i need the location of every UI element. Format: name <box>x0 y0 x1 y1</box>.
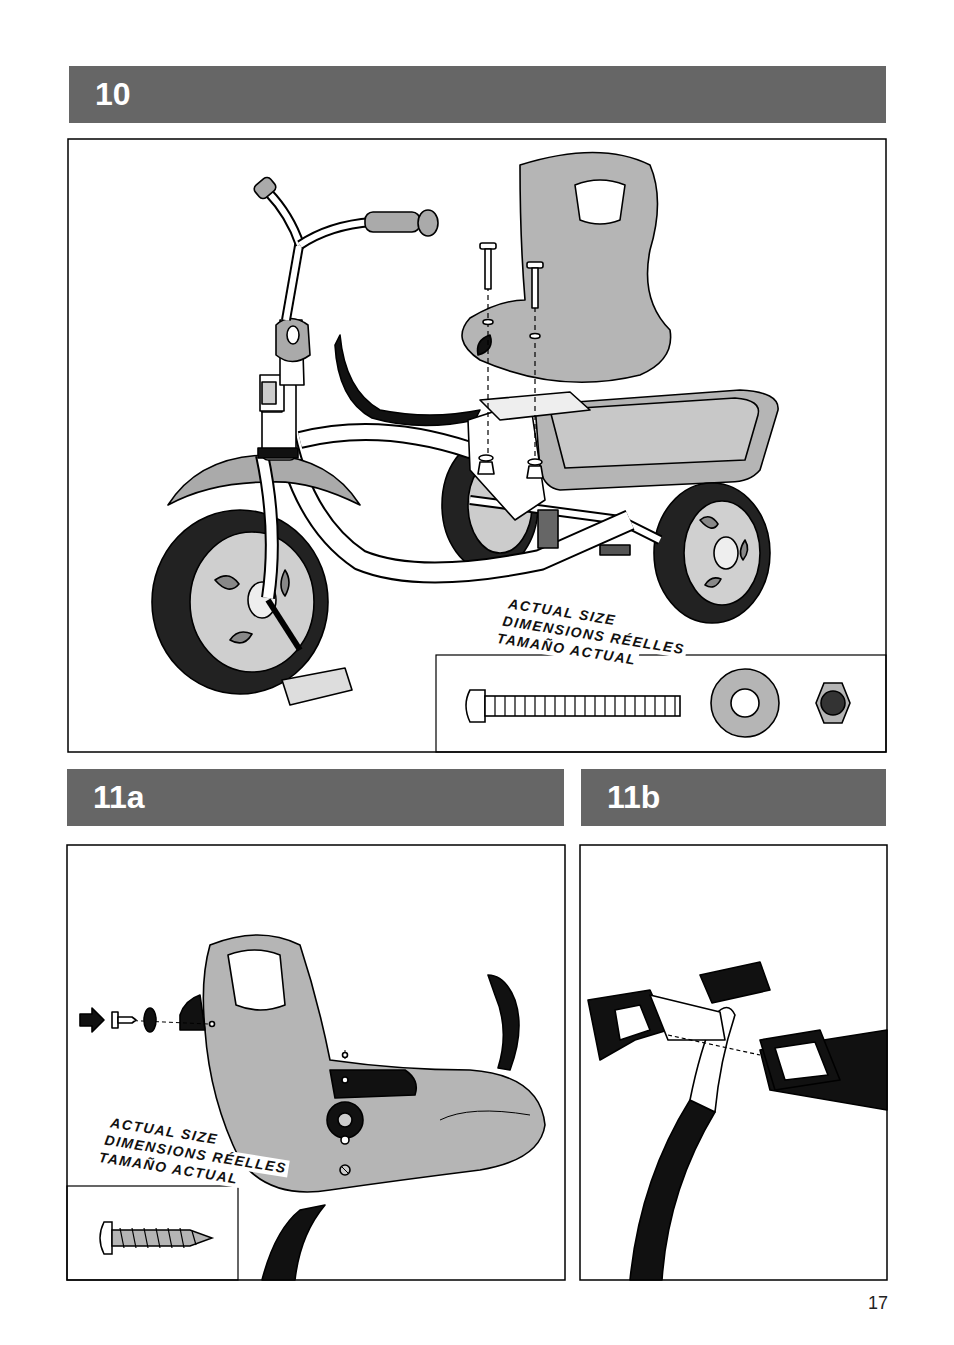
step-number: 11a <box>67 779 145 816</box>
step-band: 11b <box>581 769 886 826</box>
hardware-parts <box>466 669 850 737</box>
step-band: 11a <box>67 769 564 826</box>
panel-frame <box>68 139 886 752</box>
panel-frame <box>67 845 565 1280</box>
step-number: 10 <box>69 76 131 113</box>
seat-side-view <box>80 935 545 1280</box>
panel-frame <box>580 845 887 1280</box>
harness-buckle <box>588 962 887 1280</box>
tricycle <box>152 153 778 706</box>
actual-size-note: ACTUAL SIZEDIMENSIONS RÉELLESTAMAÑO ACTU… <box>500 594 691 676</box>
inset-frame <box>67 1186 238 1280</box>
step-number: 11b <box>581 779 660 816</box>
page-number: 17 <box>868 1293 888 1314</box>
step-band: 10 <box>69 66 886 123</box>
screw-actual-size <box>100 1222 212 1254</box>
inset-frame <box>436 655 886 752</box>
